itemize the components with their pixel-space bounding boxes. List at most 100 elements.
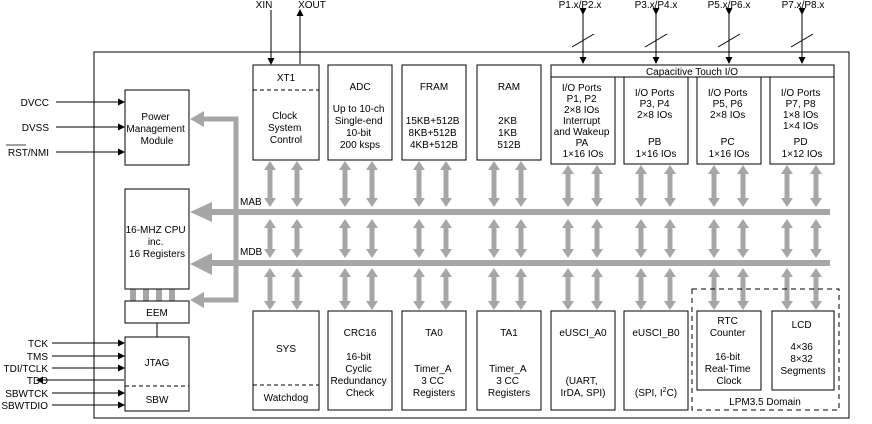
bus-link-arrow-up [737,165,749,174]
bus-link-arrow-down [413,198,425,207]
bus-link-arrow-up [635,219,647,228]
pc-line-3: 2×8 IOs [710,110,745,121]
bus-link-arrow-down [781,301,793,310]
bus-link-arrow-up [515,219,527,228]
xt1-title: XT1 [277,73,296,84]
pa-line-7: 1×16 IOs [563,149,604,160]
bus-link-shaft [267,277,273,303]
bus-link-arrow-up [810,268,822,277]
bus-link-arrow-down [708,198,720,207]
bus-link-arrow-up [488,219,500,228]
pa-line-3: 2×8 IOs [564,105,599,116]
bus-link-shaft [443,277,449,303]
bus-link-arrow-down [664,301,676,310]
pc-line-1: I/O Ports [708,88,747,99]
bus-link-arrow-up [264,161,276,170]
bus-link-shaft [369,277,375,303]
tdi-label: TDI/TCLK [4,364,49,375]
bus-link-shaft [594,226,600,250]
bus-link-shaft [784,172,790,203]
pb-line-3: 2×8 IOs [637,110,672,121]
bus-link-shaft [565,172,571,203]
bus-link-arrow-down [708,249,720,258]
bus-link-shaft [638,277,644,303]
svg-text:Power Management Modul: Power Management Module [126,112,187,147]
usci-a0-line-2: IrDA, SPI) [560,388,605,399]
lcd-title: LCD [792,320,812,331]
cpu-line-1: 16-MHZ CPU [126,225,186,236]
svg-text:LCD 4×36 8×32 Segm: LCD 4×36 8×32 Segments [780,320,825,377]
bus-link-arrow-down [737,301,749,310]
bus-link-arrow-up [562,165,574,174]
rst-label: RST/NMI [8,148,49,159]
bus-link-arrow-down [562,301,574,310]
crc-line-4: Check [346,388,375,399]
ta0-title: TA0 [425,328,443,339]
bus-link-shaft [784,277,790,303]
rtc-line-5: Clock [716,376,742,387]
usci-b0-line-1: (SPI, I2C) [635,387,677,399]
bus-link-arrow-up [413,219,425,228]
ta1-title: TA1 [500,328,518,339]
bus-link-arrow-up [562,268,574,277]
adc-title: ADC [349,82,370,93]
ta0-line-3: Registers [413,388,455,399]
bus-link-arrow-down [635,198,647,207]
ta0-block [401,310,467,411]
bus-link-arrow-up [635,268,647,277]
ram-line-1: 2KB [498,116,517,127]
bus-link-arrow-down [664,249,676,258]
captouch-label: Capacitive Touch I/O [646,67,738,78]
bus-link-shaft [294,226,300,250]
bus-link-shaft [491,226,497,250]
bus-link-arrow-down [515,249,527,258]
svg-text:Clock System Control: Clock System Control [268,111,304,146]
ta1-block [476,310,542,411]
bus-link-arrow-down [781,198,793,207]
control-bus [202,116,239,303]
adc-line-2: Single-end [335,116,383,127]
ram-line-3: 512B [497,140,521,151]
bus-link-arrow-down [264,249,276,258]
bus-link-arrow-up [664,219,676,228]
bus-link-shaft [813,277,819,303]
bus-link-shaft [667,172,673,203]
bus-link-arrow-up [339,161,351,170]
bus-link-arrow-up [708,268,720,277]
bus-link-shaft [518,226,524,250]
bus-link-arrow-up [291,219,303,228]
pa-line-1: I/O Ports [562,83,601,94]
bus-link-arrow-down [413,249,425,258]
bus-link-arrow-down [591,249,603,258]
svg-text:2KB 1KB 512B: 2KB 1KB 512B [497,116,521,151]
captouch-bar [550,64,835,78]
bus-link-shaft [711,226,717,250]
bus-link-arrow-down [562,198,574,207]
svg-text:Timer_A 3 CC Registers: Timer_A 3 CC Registers [413,364,455,399]
svg-text:15KB+512B 8KB+512B 4KB: 15KB+512B 8KB+512B 4KB+512B [406,116,462,151]
ram-line-2: 1KB [498,128,517,139]
bus-group [190,202,830,275]
bus-link-arrow-down [737,249,749,258]
pd-line-1: I/O Ports [781,88,820,99]
eem-label: EEM [146,308,168,319]
rtc-line-3: 16-bit [715,352,740,363]
cpu-line-3: 16 Registers [129,249,185,260]
bus-link-arrow-down [366,198,378,207]
bus-link-shaft [784,226,790,250]
jtag-label: JTAG [145,358,170,369]
bus-link-shaft [443,168,449,203]
crc-line-1: 16-bit [346,352,371,363]
bus-link-shaft [813,172,819,203]
bus-link-arrow-up [708,165,720,174]
sbwtdio-label: SBWTDIO [1,401,48,412]
bus-link-arrow-down [515,198,527,207]
bus-link-arrow-up [708,219,720,228]
bus-link-shaft [518,277,524,303]
bus-link-arrow-up [591,268,603,277]
bus-link-shaft [342,168,348,203]
usci-a0-line-1: (UART, [566,376,598,387]
top-signals [267,9,304,65]
usci-b0-sup: 2 [663,387,667,394]
p34-label: P3.x/P4.x [635,0,678,11]
